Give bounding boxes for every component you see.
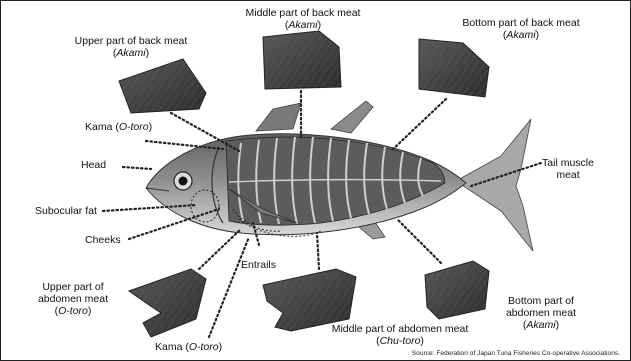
label-middle-abdomen-line1: Middle part of abdomen meat <box>315 323 485 335</box>
leader-head <box>123 167 151 169</box>
pupil <box>179 177 188 186</box>
label-subocular-fat: Subocular fat <box>35 205 97 217</box>
source-credit: Source: Federation of Japan Tuna Fisheri… <box>412 350 620 357</box>
source-text: Federation of Japan Tuna Fisheries Co-op… <box>436 350 620 357</box>
label-middle-back-paren: Akami <box>288 19 317 31</box>
meat-cut-upper-abdomen <box>129 269 206 337</box>
label-upper-back-paren: Akami <box>116 47 145 59</box>
label-middle-back-line1: Middle part of back meat <box>223 7 383 19</box>
label-middle-back: Middle part of back meat (Akami) <box>223 7 383 31</box>
label-cheeks: Cheeks <box>85 234 121 246</box>
meat-cut-middle-abdomen <box>263 269 356 331</box>
label-upper-abdomen-line2: abdomen meat <box>23 293 123 305</box>
leader-bottom-abdomen <box>397 219 441 263</box>
tuna-fish <box>146 101 533 251</box>
label-middle-abdomen: Middle part of abdomen meat (Chu-toro) <box>315 323 485 347</box>
label-middle-abdomen-paren: Chu-toro <box>380 335 421 347</box>
label-bottom-back-paren: Akami <box>506 29 535 41</box>
label-upper-abdomen-line1: Upper part of <box>23 281 123 293</box>
label-upper-abdomen: Upper part of abdomen meat (O-toro) <box>23 281 123 317</box>
label-tail-line1: Tail muscle <box>533 157 603 169</box>
meat-cut-middle-back <box>263 31 341 89</box>
leader-upper-abdomen <box>199 229 241 269</box>
label-upper-abdomen-paren: O-toro <box>58 305 88 317</box>
label-head: Head <box>81 159 106 171</box>
label-kama-top: Kama (O-toro) <box>85 121 152 133</box>
source-prefix: Source: <box>412 350 435 357</box>
label-bottom-back-line1: Bottom part of back meat <box>441 17 601 29</box>
label-bottom-abdomen: Bottom part of abdomen meat (Akami) <box>491 295 591 331</box>
meat-cut-upper-back <box>119 59 206 113</box>
dorsal-fin <box>256 103 301 131</box>
leader-middle-abdomen <box>317 233 319 269</box>
label-kama-bottom: Kama (O-toro) <box>155 341 222 353</box>
meat-cut-bottom-abdomen <box>425 261 489 319</box>
label-bottom-abdomen-paren: Akami <box>526 319 555 331</box>
label-entrails: Entrails <box>241 259 276 271</box>
label-tail-line2: meat <box>533 169 603 181</box>
leader-bottom-back <box>391 99 446 151</box>
tail-fin <box>456 119 533 251</box>
label-bottom-abdomen-line1: Bottom part of <box>491 295 591 307</box>
label-tail-muscle: Tail muscle meat <box>533 157 603 181</box>
label-bottom-abdomen-line2: abdomen meat <box>491 307 591 319</box>
label-bottom-back: Bottom part of back meat (Akami) <box>441 17 601 41</box>
meat-cut-bottom-back <box>419 39 489 97</box>
label-upper-back-line1: Upper part of back meat <box>61 35 201 47</box>
label-upper-back: Upper part of back meat (Akami) <box>61 35 201 59</box>
leader-kama-bottom <box>209 237 249 337</box>
second-dorsal-fin <box>331 101 373 133</box>
